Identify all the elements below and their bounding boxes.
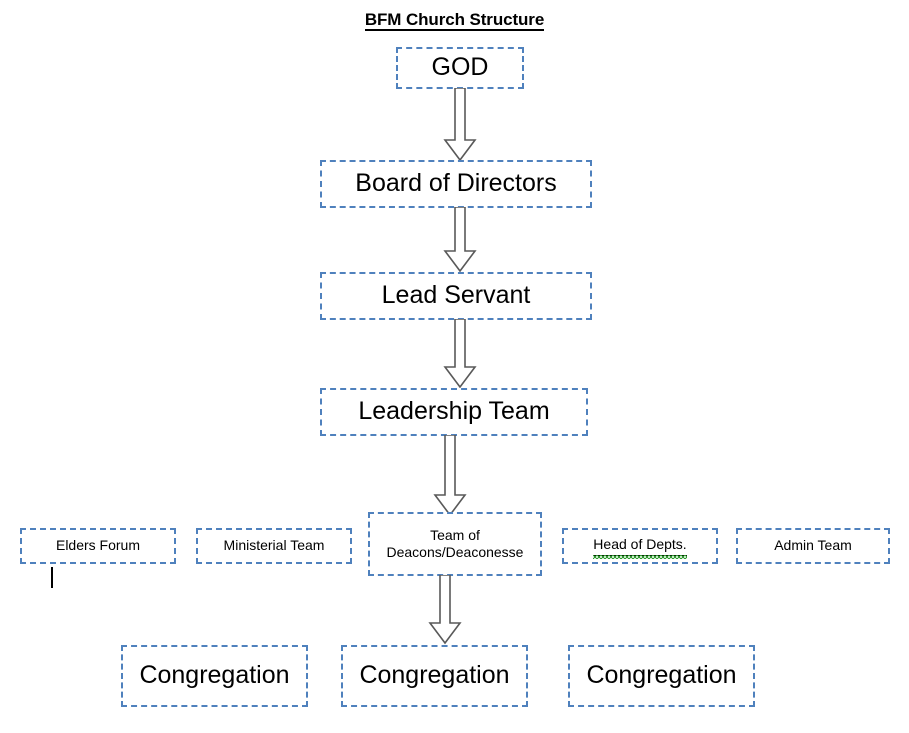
node-elders-forum[interactable]: Elders Forum: [20, 528, 176, 564]
node-elders-forum-label: Elders Forum: [55, 537, 141, 554]
arrow-god-to-board: [442, 88, 478, 162]
node-congregation-2-label: Congregation: [359, 661, 510, 690]
node-head-of-depts[interactable]: Head of Depts.: [562, 528, 718, 564]
node-ministerial-team[interactable]: Ministerial Team: [196, 528, 352, 564]
node-board-of-directors[interactable]: Board of Directors: [320, 160, 592, 208]
node-head-of-depts-label: Head of Depts.: [593, 536, 688, 559]
node-congregation-1-label: Congregation: [139, 661, 290, 690]
node-lead-servant[interactable]: Lead Servant: [320, 272, 592, 320]
node-ministerial-team-label: Ministerial Team: [223, 537, 325, 554]
node-leadership-team[interactable]: Leadership Team: [320, 388, 588, 436]
node-lead-servant-label: Lead Servant: [381, 281, 531, 310]
arrow-lead-servant-to-leadership-team: [442, 319, 478, 389]
node-board-of-directors-label: Board of Directors: [355, 169, 557, 198]
page-title-text: BFM Church Structure: [364, 10, 545, 31]
node-leadership-team-label: Leadership Team: [358, 397, 550, 426]
node-team-of-deacons[interactable]: Team of Deacons/Deaconesse: [368, 512, 542, 576]
node-god-label: GOD: [431, 53, 489, 82]
node-team-of-deacons-line1: Team of: [430, 526, 480, 543]
arrow-board-to-lead-servant: [442, 207, 478, 273]
node-congregation-3[interactable]: Congregation: [568, 645, 755, 707]
arrow-deacons-to-congregation: [427, 575, 463, 645]
node-admin-team[interactable]: Admin Team: [736, 528, 890, 564]
node-head-of-depts-label-wrap: Head of Depts.: [564, 536, 716, 559]
node-congregation-1[interactable]: Congregation: [121, 645, 308, 707]
node-congregation-2[interactable]: Congregation: [341, 645, 528, 707]
node-team-of-deacons-line2: Deacons/Deaconesse: [386, 544, 524, 560]
node-god[interactable]: GOD: [396, 47, 524, 89]
page-title: BFM Church Structure: [0, 10, 909, 31]
node-congregation-3-label: Congregation: [586, 661, 737, 690]
connector-stub-elders-forum: [51, 567, 53, 588]
node-admin-team-label: Admin Team: [774, 537, 852, 554]
arrow-leadership-team-to-deacons: [432, 435, 468, 517]
